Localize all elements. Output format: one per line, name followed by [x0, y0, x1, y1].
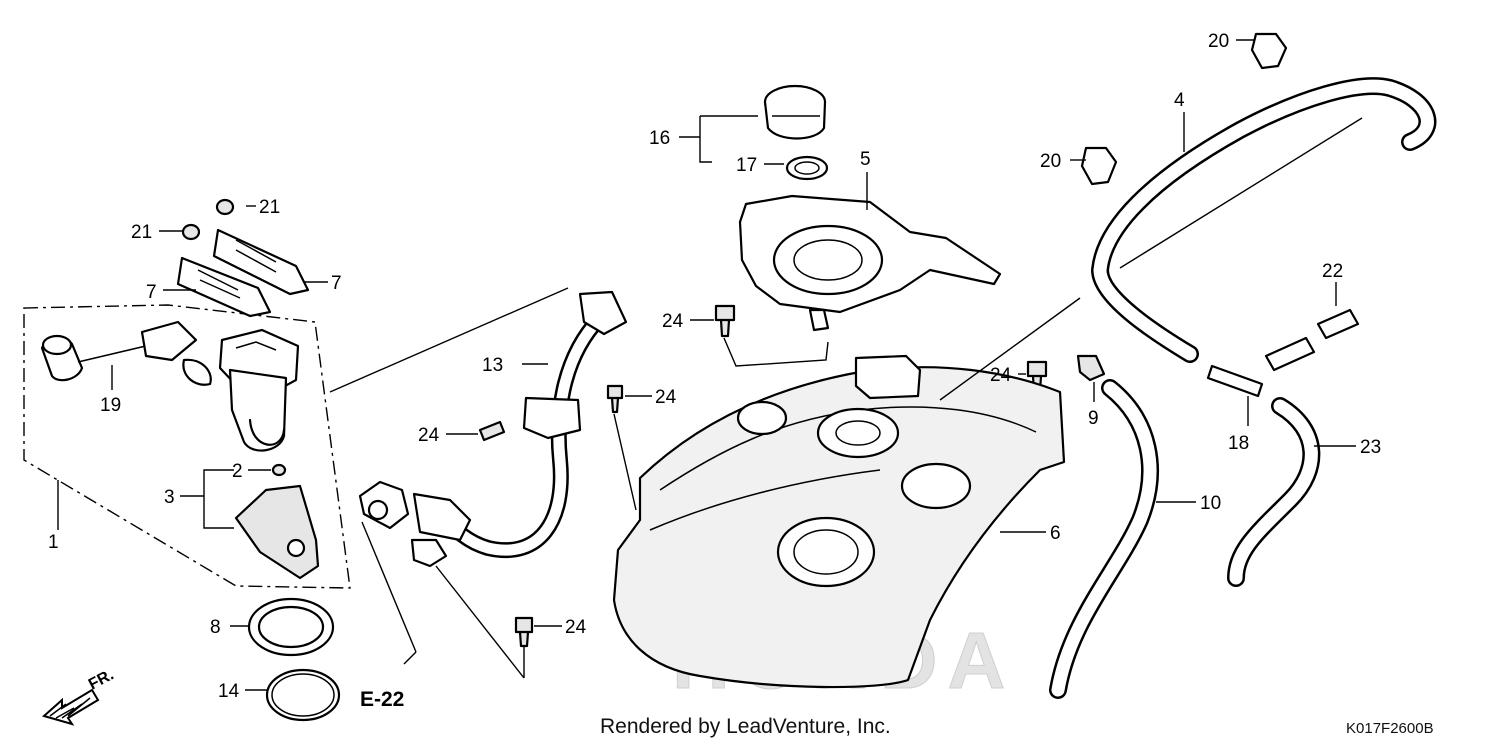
callout-22: 22 [1322, 261, 1343, 282]
fuel-pump-group [23, 198, 351, 722]
bolt-upper [714, 304, 736, 338]
callout-8: 8 [210, 617, 221, 638]
callout-23: 23 [1360, 437, 1381, 458]
front-direction-arrow: FR. [41, 666, 117, 726]
callout-9: 9 [1088, 408, 1099, 429]
front-direction-label: FR. [86, 666, 117, 693]
callout-19: 19 [100, 395, 121, 416]
setting-plates [176, 228, 310, 318]
callout-13: 13 [482, 355, 503, 376]
callout-21-left: 21 [131, 222, 152, 243]
bolts [446, 304, 1053, 648]
callout-24-upper: 24 [662, 311, 684, 332]
clamp-upper [1250, 32, 1288, 70]
nut-lower [181, 223, 201, 241]
breather-hoses [1049, 32, 1437, 699]
callout-21-right: 21 [259, 197, 280, 218]
callout-7-left: 7 [146, 282, 157, 303]
callout-3: 3 [164, 487, 175, 508]
cap-gasket [785, 155, 829, 181]
fuel-level-float [40, 320, 198, 382]
callout-14: 14 [218, 681, 240, 702]
callout-24-left: 24 [418, 425, 440, 446]
hose-joint-small [1076, 354, 1106, 382]
drawing-code: K017F2600B [1346, 720, 1434, 737]
callouts: 1 2 3 4 5 6 7 7 8 9 10 13 14 16 17 18 19… [48, 31, 1381, 702]
callout-4: 4 [1174, 90, 1185, 111]
callout-24-center: 24 [655, 387, 677, 408]
callout-20-mid: 20 [1040, 151, 1061, 172]
callout-7-right: 7 [331, 273, 342, 294]
o-ring-large [265, 668, 341, 722]
fuel-pump-unit [182, 328, 300, 452]
strainer [234, 484, 320, 580]
callout-16: 16 [649, 128, 670, 149]
filler-assembly [679, 84, 1002, 332]
hose-joint [1206, 364, 1264, 398]
short-hose-b [1316, 308, 1360, 340]
fuel-feed-hose [329, 287, 628, 679]
bolt-center [606, 384, 624, 414]
clamp-lower [1080, 146, 1118, 186]
callout-10: 10 [1200, 493, 1221, 514]
callout-18: 18 [1228, 433, 1249, 454]
callout-24-right: 24 [990, 365, 1012, 386]
callout-20-top: 20 [1208, 31, 1229, 52]
nut-upper [215, 198, 235, 216]
rendered-by-footer: Rendered by LeadVenture, Inc. [600, 715, 891, 738]
callout-1: 1 [48, 532, 59, 553]
o-ring-small [271, 463, 287, 477]
reference-label: E-22 [360, 688, 404, 711]
callout-24-bottom: 24 [565, 617, 587, 638]
callout-17: 17 [736, 155, 757, 176]
bolt-left [478, 420, 506, 442]
fuel-cap [763, 84, 827, 140]
callout-6: 6 [1050, 523, 1061, 544]
fuel-tank [612, 297, 1081, 689]
callout-5: 5 [860, 149, 871, 170]
short-hose-a [1264, 336, 1316, 372]
bolt-bottom [514, 616, 534, 648]
callout-2: 2 [232, 461, 243, 482]
